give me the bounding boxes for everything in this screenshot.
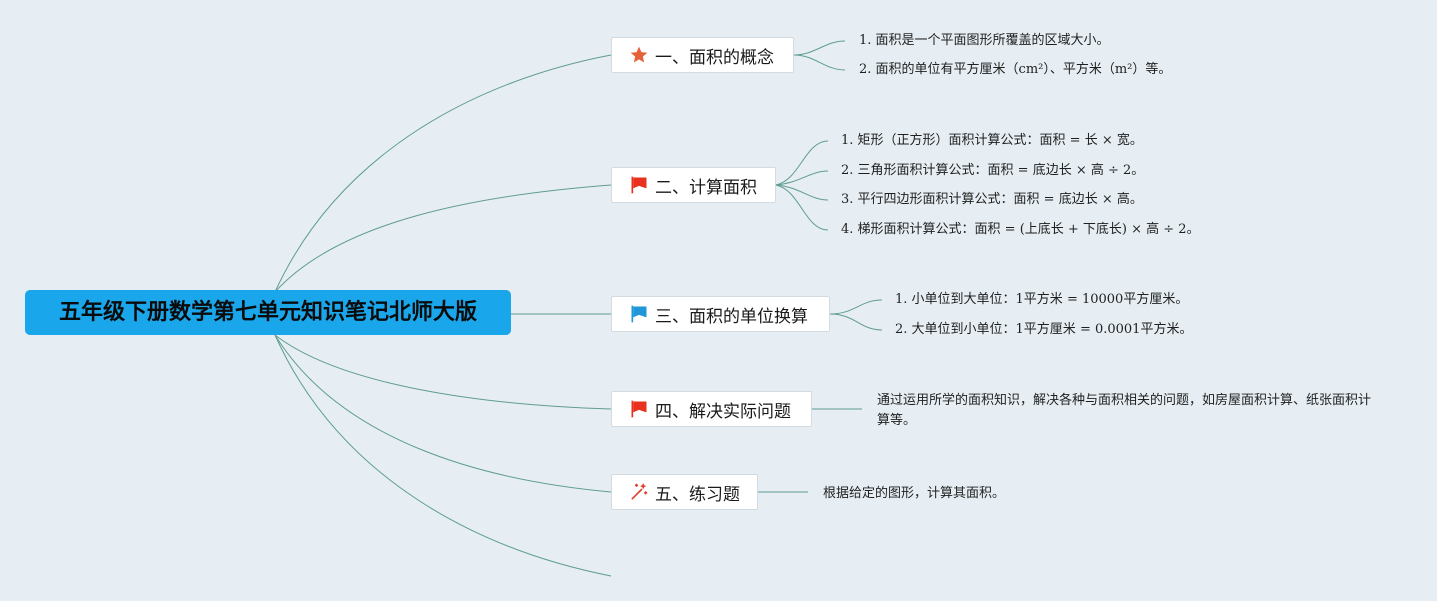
connector-root-extra bbox=[274, 334, 612, 577]
leaf-topic[interactable]: 1. 矩形（正方形）面积计算公式：面积 = 长 × 宽。 bbox=[841, 133, 1143, 148]
branch-label: 三、面积的单位换算 bbox=[655, 306, 808, 327]
sparkle-icon bbox=[628, 481, 650, 503]
leaf-topic[interactable]: 1. 小单位到大单位：1平方米 = 10000平方厘米。 bbox=[895, 292, 1189, 307]
flag-icon bbox=[628, 303, 650, 325]
leaf-topic[interactable]: 通过运用所学的面积知识，解决各种与面积相关的问题，如房屋面积计算、纸张面积计算等… bbox=[877, 393, 1372, 428]
flag-icon bbox=[628, 398, 650, 420]
branch-topic-5[interactable]: 五、练习题 bbox=[611, 474, 758, 510]
branch-label: 四、解决实际问题 bbox=[655, 401, 791, 422]
connector-branch-2-leaf-3 bbox=[775, 184, 829, 201]
branch-topic-2[interactable]: 二、计算面积 bbox=[611, 167, 776, 203]
leaf-topic[interactable]: 2. 大单位到小单位：1平方厘米 = 0.0001平方米。 bbox=[895, 322, 1193, 337]
connector-branch-2-leaf-2 bbox=[775, 170, 829, 186]
connector-branch-2-leaf-1 bbox=[775, 140, 829, 186]
leaf-topic[interactable]: 4. 梯形面积计算公式：面积 = (上底长 + 下底长) × 高 ÷ 2。 bbox=[841, 222, 1200, 237]
leaf-topic[interactable]: 1. 面积是一个平面图形所覆盖的区域大小。 bbox=[859, 33, 1110, 48]
branch-topic-1[interactable]: 一、面积的概念 bbox=[611, 37, 794, 73]
connector-branch-3-leaf-2 bbox=[829, 313, 883, 331]
leaf-topic[interactable]: 3. 平行四边形面积计算公式：面积 = 底边长 × 高。 bbox=[841, 192, 1143, 207]
connector-root-branch-5 bbox=[274, 334, 612, 493]
branch-label: 一、面积的概念 bbox=[655, 47, 774, 68]
root-topic[interactable]: 五年级下册数学第七单元知识笔记北师大版 bbox=[25, 290, 511, 335]
leaf-topic[interactable]: 根据给定的图形，计算其面积。 bbox=[823, 486, 1006, 501]
branch-label: 二、计算面积 bbox=[655, 177, 757, 198]
connector-branch-2-leaf-4 bbox=[775, 184, 829, 231]
branch-label: 五、练习题 bbox=[655, 484, 740, 505]
leaf-topic[interactable]: 2. 三角形面积计算公式：面积 = 底边长 × 高 ÷ 2。 bbox=[841, 163, 1145, 178]
flag-icon bbox=[628, 174, 650, 196]
connector-branch-1-leaf-1 bbox=[793, 40, 846, 56]
connector-branch-1-leaf-2 bbox=[793, 54, 846, 71]
branch-topic-3[interactable]: 三、面积的单位换算 bbox=[611, 296, 830, 332]
connector-root-branch-1 bbox=[274, 54, 612, 293]
leaf-topic[interactable]: 2. 面积的单位有平方厘米（cm²）、平方米（m²）等。 bbox=[859, 62, 1172, 77]
star-icon bbox=[628, 44, 650, 66]
branch-topic-4[interactable]: 四、解决实际问题 bbox=[611, 391, 812, 427]
connector-root-branch-4 bbox=[274, 334, 612, 410]
connector-root-branch-2 bbox=[274, 184, 612, 293]
connector-branch-3-leaf-1 bbox=[829, 299, 883, 315]
